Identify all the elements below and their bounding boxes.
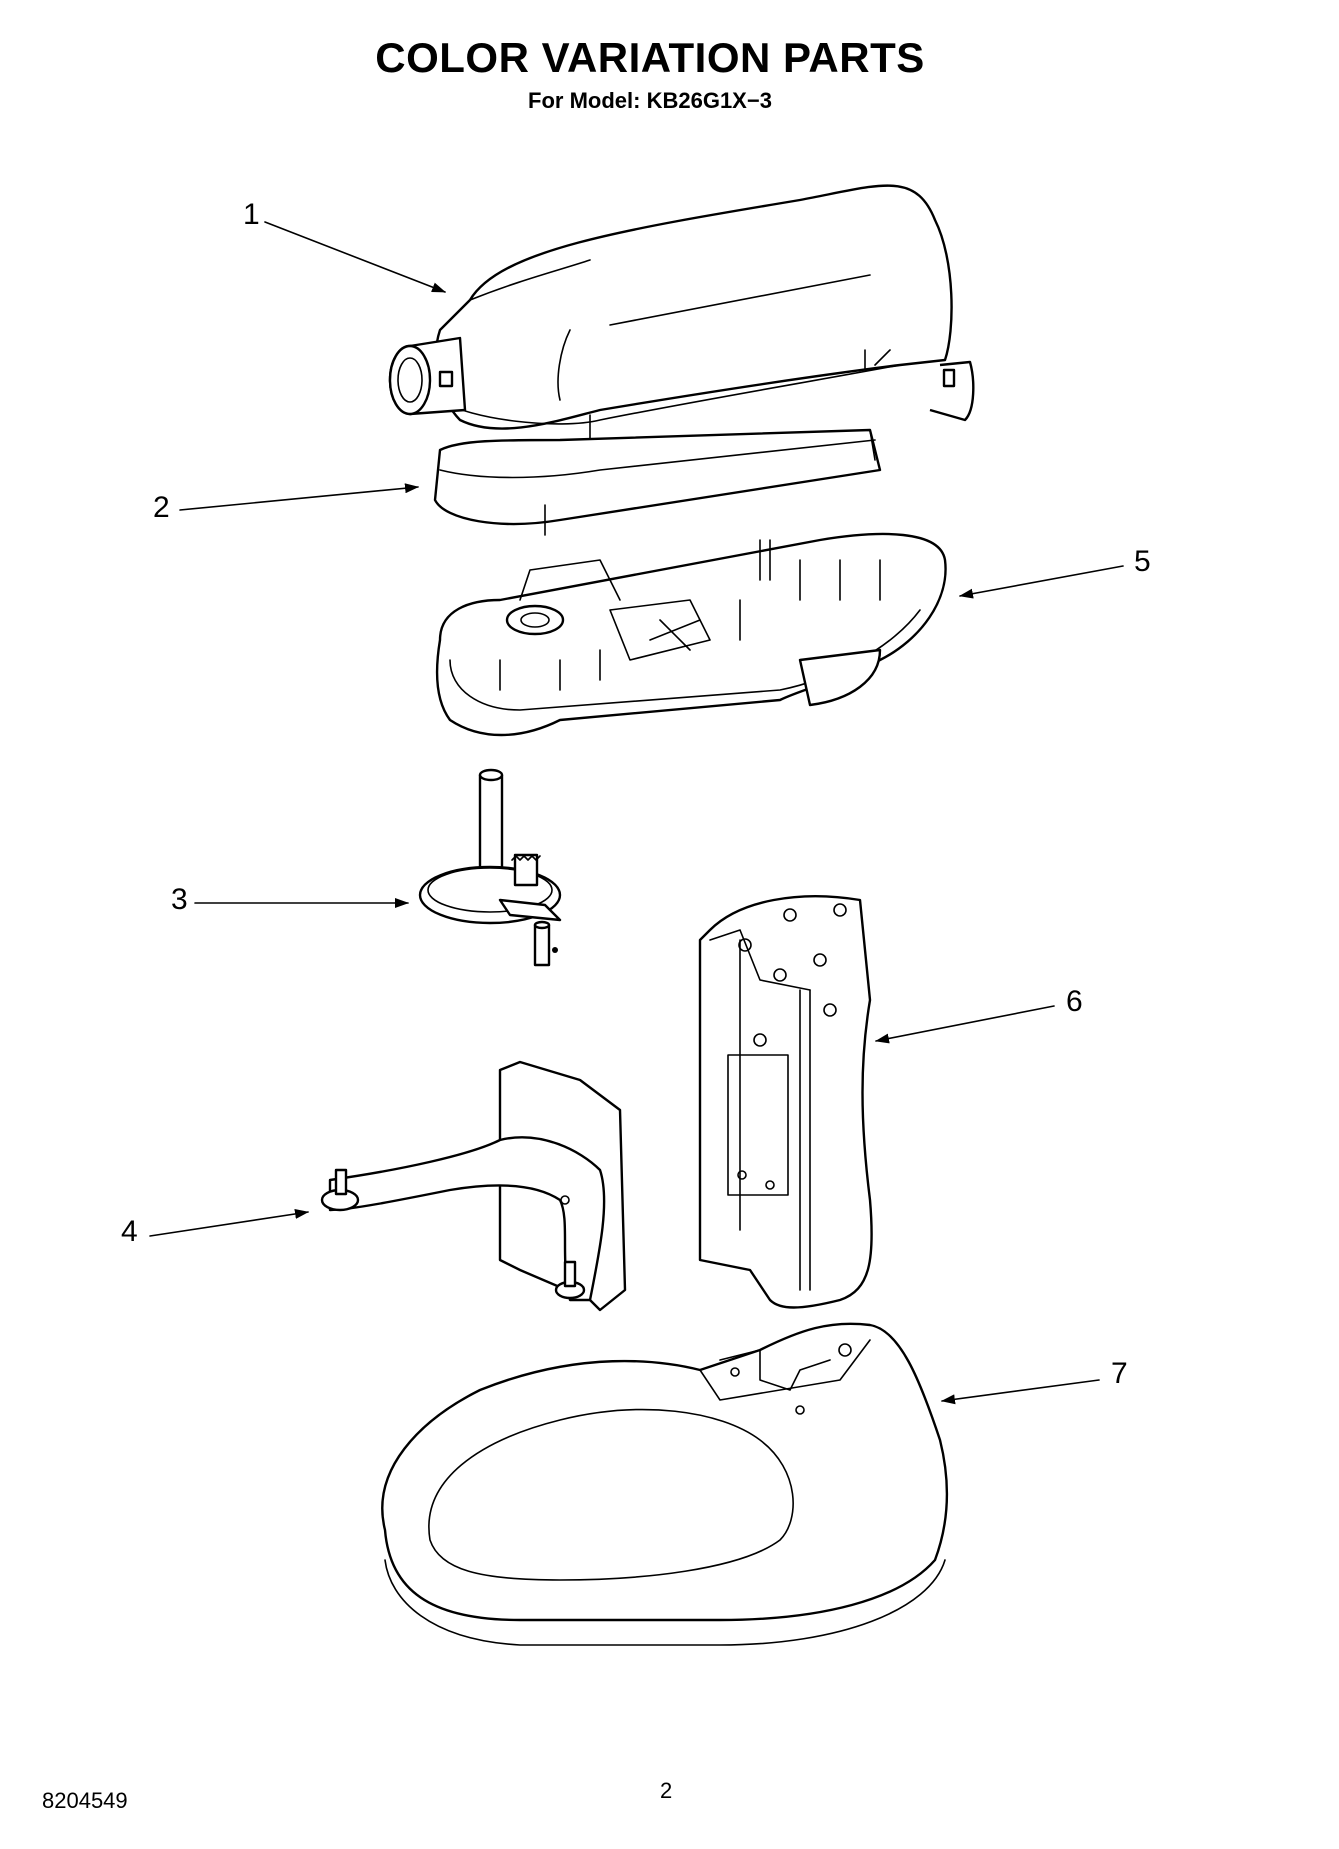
page-number: 2 (660, 1778, 673, 1803)
part-5-gear-housing (435, 532, 947, 737)
leader-4 (149, 1209, 309, 1237)
callout-6: 6 (1066, 985, 1083, 1018)
part-6-pedestal-column (698, 895, 873, 1309)
callout-1: 1 (243, 198, 260, 231)
leader-6 (875, 1005, 1055, 1044)
callout-4: 4 (121, 1215, 138, 1248)
part-2-trim-band (433, 428, 882, 536)
part-1-motor-housing (388, 184, 975, 441)
callout-2: 2 (153, 491, 170, 524)
callout-7: 7 (1111, 1357, 1128, 1390)
leader-7 (941, 1379, 1100, 1405)
document-number: 8204549 (42, 1788, 128, 1813)
page-title: COLOR VARIATION PARTS (375, 34, 925, 81)
part-7-base (381, 1322, 949, 1646)
model-subtitle: For Model: KB26G1X−3 (528, 88, 772, 113)
part-4-bowl-bracket (320, 1060, 627, 1312)
leader-5 (959, 565, 1124, 599)
leader-lines (149, 221, 1124, 1405)
leader-1 (264, 221, 446, 293)
part-3-planetary-assembly (418, 768, 562, 967)
callout-3: 3 (171, 883, 188, 916)
callout-5: 5 (1134, 545, 1151, 578)
leader-2 (179, 483, 419, 511)
